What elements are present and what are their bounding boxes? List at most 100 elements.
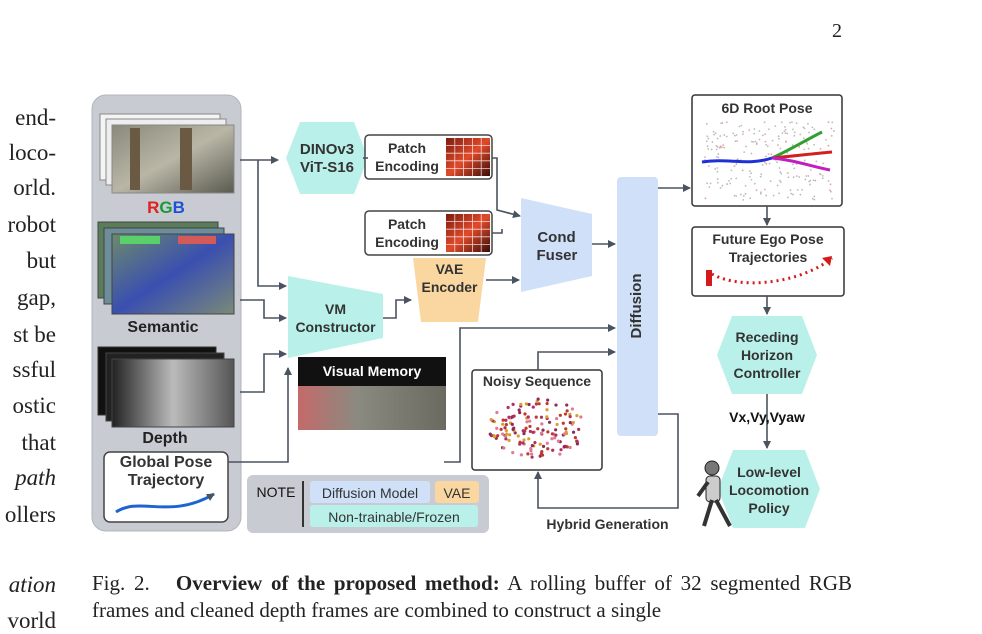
noise-point — [545, 401, 549, 406]
noise-point — [492, 435, 497, 439]
noise-point — [522, 432, 526, 436]
root-pose-point — [768, 162, 771, 165]
noise-point — [538, 442, 542, 446]
noisy-points — [488, 397, 583, 459]
root-pose-point — [753, 128, 756, 130]
noise-point — [536, 427, 540, 431]
noise-point — [550, 432, 555, 436]
left-column-line: end- — [15, 105, 56, 130]
root-pose-point — [792, 176, 795, 179]
root-pose-point — [706, 135, 709, 138]
connectors — [228, 156, 771, 509]
root-pose-point — [787, 176, 790, 179]
root-pose-point — [759, 192, 762, 195]
noise-point — [501, 432, 505, 436]
root-pose-point — [785, 140, 787, 143]
root-pose-point — [814, 179, 817, 182]
root-pose-point — [809, 183, 811, 186]
noise-point — [559, 448, 563, 452]
dino-text: DINOv3 ViT-S16 — [299, 141, 355, 176]
low-level-hexagon — [718, 450, 820, 528]
root-pose-point — [705, 122, 708, 125]
noise-point — [564, 430, 568, 434]
noise-point — [506, 405, 510, 410]
root-pose-point — [730, 177, 733, 180]
root-pose-point — [765, 155, 767, 158]
root-pose-point — [760, 191, 762, 194]
vm-constructor-shape — [288, 276, 383, 358]
root-pose-point — [744, 193, 747, 195]
root-pose-point — [807, 123, 809, 125]
root-pose-point — [763, 161, 766, 164]
root-pose-point — [791, 121, 793, 124]
noise-point — [555, 422, 559, 427]
root-pose-point — [777, 144, 779, 146]
noise-point — [495, 426, 499, 430]
note-title: NOTE — [256, 484, 296, 500]
page-number: 2 — [832, 20, 842, 42]
visual-memory-label: Visual Memory — [322, 363, 422, 379]
depth-label: Depth — [142, 430, 187, 447]
root-pose-point — [799, 193, 802, 196]
root-pose-point — [714, 132, 717, 135]
noise-point — [545, 441, 549, 445]
root-pose-point — [776, 161, 778, 164]
root-pose-point — [770, 153, 773, 156]
root-pose-point — [774, 125, 777, 128]
root-pose-point — [798, 176, 801, 178]
hybrid-generation-label: Hybrid Generation — [546, 516, 669, 532]
dino-hexagon — [286, 122, 368, 194]
root-pose-point — [779, 147, 782, 150]
legend-vae-swatch — [435, 481, 479, 503]
noise-point — [575, 414, 579, 418]
root-pose-point — [786, 152, 789, 154]
root-pose-point — [763, 121, 766, 124]
root-pose-point — [765, 162, 768, 165]
root-pose-point — [716, 167, 719, 169]
diffusion-box — [617, 177, 658, 436]
root-pose-point — [715, 148, 718, 151]
noise-point — [512, 414, 516, 418]
root-pose-point — [705, 140, 708, 143]
noise-point — [575, 439, 579, 443]
root-pose-blue-path — [701, 156, 773, 164]
root-pose-point — [739, 193, 742, 196]
left-column-line: ssful — [12, 357, 56, 382]
root-pose-point — [735, 195, 738, 197]
root-pose-point — [827, 121, 830, 124]
noise-point — [524, 426, 528, 430]
root-pose-point — [786, 196, 789, 199]
visual-memory-image — [298, 386, 446, 430]
root-pose-point — [829, 190, 832, 193]
root-pose-point — [742, 195, 745, 197]
root-pose-point — [818, 173, 821, 175]
root-pose-point — [802, 126, 805, 129]
root-pose-point — [721, 184, 724, 187]
root-pose-point — [812, 179, 815, 182]
root-pose-point — [725, 121, 728, 124]
root-pose-point — [783, 130, 786, 133]
root-pose-point — [803, 159, 806, 162]
noise-point — [525, 420, 529, 424]
root-pose-point — [735, 134, 738, 136]
root-pose-point — [755, 142, 758, 145]
left-column-line: ation — [8, 572, 56, 597]
root-pose-point — [720, 122, 723, 125]
left-column-line: robot — [7, 212, 56, 237]
noise-point — [496, 434, 500, 438]
root-pose-point — [708, 186, 711, 188]
root-pose-point — [793, 134, 796, 137]
root-pose-point — [734, 140, 737, 143]
noise-point — [546, 398, 550, 402]
root-pose-point — [792, 128, 794, 131]
left-column-line: ollers — [4, 502, 56, 527]
receding-horizon-label: Receding Horizon Controller — [717, 328, 817, 382]
noise-point — [565, 403, 569, 407]
root-pose-point — [740, 124, 743, 127]
root-pose-point — [742, 130, 744, 133]
root-pose-point — [804, 178, 807, 181]
root-pose-point — [772, 194, 775, 197]
root-pose-point — [803, 148, 806, 151]
future-ego-label: Future Ego Pose Trajectories — [692, 230, 844, 266]
root-pose-point — [805, 175, 808, 177]
